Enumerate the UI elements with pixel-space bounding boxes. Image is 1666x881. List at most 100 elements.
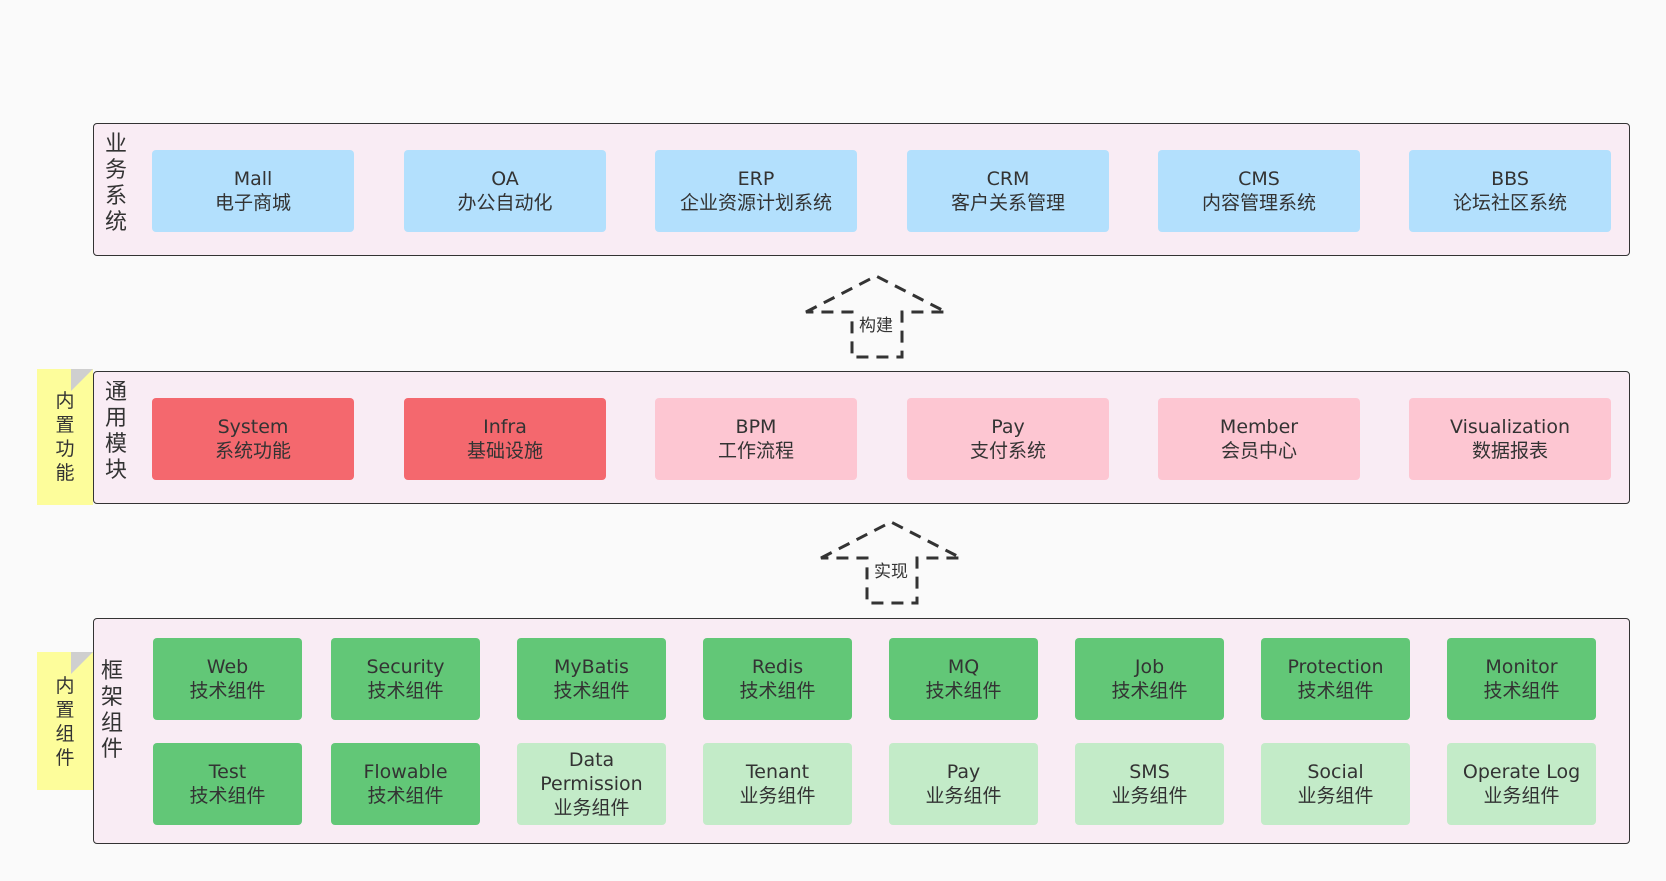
box-pay-component: Pay 业务组件 [889,743,1038,825]
builtin-components-note-text: 内置组件 [55,675,75,769]
box-flowable-en: Flowable [363,761,448,783]
box-infra: Infra 基础设施 [404,398,606,480]
box-test-en: Test [208,761,247,783]
box-flowable-zh: 技术组件 [367,785,444,807]
box-data-permission-en2: Permission [540,773,643,795]
box-bbs-en: BBS [1491,168,1529,190]
box-sms: SMS 业务组件 [1075,743,1224,825]
box-oa-zh: 办公自动化 [457,192,553,214]
box-monitor-zh: 技术组件 [1483,680,1560,702]
box-bbs: BBS 论坛社区系统 [1409,150,1611,232]
build-arrow-label: 构建 [857,311,895,336]
box-crm-en: CRM [986,168,1030,190]
box-visualization: Visualization 数据报表 [1409,398,1611,480]
box-oa-en: OA [491,168,519,190]
box-sms-zh: 业务组件 [1111,785,1188,807]
box-redis: Redis 技术组件 [703,638,852,720]
box-visualization-zh: 数据报表 [1471,440,1548,462]
box-job: Job 技术组件 [1075,638,1224,720]
box-mybatis: MyBatis 技术组件 [517,638,666,720]
box-tenant-zh: 业务组件 [739,785,816,807]
box-system-zh: 系统功能 [214,440,291,462]
box-tenant: Tenant 业务组件 [703,743,852,825]
box-social-zh: 业务组件 [1297,785,1374,807]
box-job-en: Job [1134,656,1165,678]
common-layer-label: 通用模块 [104,380,127,483]
box-member-en: Member [1219,416,1299,438]
box-member: Member 会员中心 [1158,398,1360,480]
box-operate-log-zh: 业务组件 [1483,785,1560,807]
box-erp-en: ERP [737,168,775,190]
box-data-permission-zh: 业务组件 [553,797,630,819]
box-monitor-en: Monitor [1485,656,1558,678]
box-mall-zh: 电子商城 [214,192,291,214]
box-mq-en: MQ [947,656,980,678]
box-pay-en: Pay [991,416,1025,438]
box-security: Security 技术组件 [331,638,480,720]
box-mq: MQ 技术组件 [889,638,1038,720]
box-social: Social 业务组件 [1261,743,1410,825]
framework-layer: 框架组件 Web 技术组件 Security 技术组件 MyBatis 技术组件… [93,618,1630,844]
box-mall: Mall 电子商城 [152,150,354,232]
box-operate-log-en: Operate Log [1462,761,1581,783]
box-pay-component-zh: 业务组件 [925,785,1002,807]
implement-arrow-icon [820,520,962,605]
box-infra-en: Infra [483,416,527,438]
box-pay-component-en: Pay [946,761,981,783]
note-fold-icon [71,369,93,391]
box-system: System 系统功能 [152,398,354,480]
business-layer-label: 业务系统 [104,132,127,235]
box-security-zh: 技术组件 [367,680,444,702]
box-tenant-en: Tenant [745,761,810,783]
box-visualization-en: Visualization [1449,416,1570,438]
box-pay: Pay 支付系统 [907,398,1109,480]
box-cms: CMS 内容管理系统 [1158,150,1360,232]
box-bpm-en: BPM [735,416,777,438]
builtin-functions-note: 内置功能 [37,369,93,505]
box-redis-en: Redis [751,656,804,678]
box-mall-en: Mall [233,168,273,190]
box-cms-en: CMS [1238,168,1280,190]
box-web-zh: 技术组件 [189,680,266,702]
box-pay-zh: 支付系统 [969,440,1046,462]
box-mybatis-en: MyBatis [554,656,629,678]
box-sms-en: SMS [1129,761,1170,783]
box-protection-en: Protection [1287,656,1384,678]
build-arrow-icon [805,274,947,359]
box-mq-zh: 技术组件 [925,680,1002,702]
box-infra-zh: 基础设施 [466,440,543,462]
box-mybatis-zh: 技术组件 [553,680,630,702]
implement-arrow-label: 实现 [872,557,910,582]
box-erp-zh: 企业资源计划系统 [679,192,832,214]
box-cms-zh: 内容管理系统 [1201,192,1316,214]
box-system-en: System [217,416,289,438]
builtin-functions-note-text: 内置功能 [55,390,75,484]
box-security-en: Security [366,656,445,678]
box-bbs-zh: 论坛社区系统 [1452,192,1567,214]
note-fold-icon [71,652,93,674]
box-protection: Protection 技术组件 [1261,638,1410,720]
box-flowable: Flowable 技术组件 [331,743,480,825]
box-bpm-zh: 工作流程 [717,440,794,462]
builtin-components-note: 内置组件 [37,652,93,790]
box-bpm: BPM 工作流程 [655,398,857,480]
box-job-zh: 技术组件 [1111,680,1188,702]
box-oa: OA 办公自动化 [404,150,606,232]
box-data-permission: Data Permission 业务组件 [517,743,666,825]
box-social-en: Social [1307,761,1364,783]
box-web-en: Web [206,656,249,678]
framework-layer-label: 框架组件 [100,659,123,762]
box-protection-zh: 技术组件 [1297,680,1374,702]
box-erp: ERP 企业资源计划系统 [655,150,857,232]
box-crm: CRM 客户关系管理 [907,150,1109,232]
common-layer: 通用模块 System 系统功能 Infra 基础设施 BPM 工作流程 Pay… [93,371,1630,504]
box-redis-zh: 技术组件 [739,680,816,702]
box-data-permission-en: Data [568,749,615,771]
box-operate-log: Operate Log 业务组件 [1447,743,1596,825]
box-member-zh: 会员中心 [1220,440,1297,462]
box-test-zh: 技术组件 [189,785,266,807]
box-monitor: Monitor 技术组件 [1447,638,1596,720]
box-web: Web 技术组件 [153,638,302,720]
box-test: Test 技术组件 [153,743,302,825]
box-crm-zh: 客户关系管理 [950,192,1065,214]
